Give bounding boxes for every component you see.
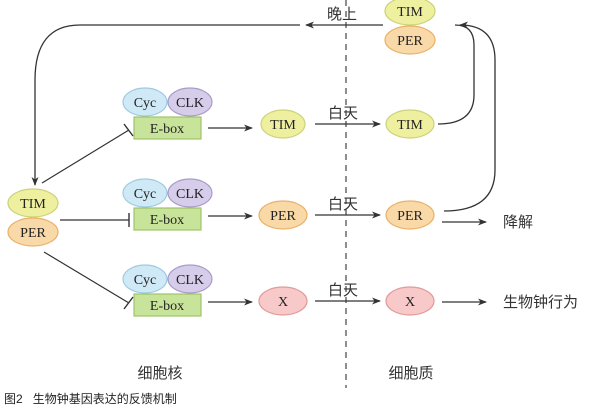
row-tim: Cyc CLK E-box TIM 白天 TIM <box>122 87 435 140</box>
cyto-product-ellipse <box>385 286 435 316</box>
cyc-ellipse <box>122 178 168 208</box>
product-ellipse <box>258 200 308 230</box>
ebox-rect <box>133 207 202 231</box>
ebox-label: E-box <box>150 122 184 137</box>
night-label: 晚上 <box>327 6 357 23</box>
cyto-tim-ellipse <box>384 0 436 26</box>
inhibit-line-3 <box>43 251 130 304</box>
clk-label: CLK <box>176 187 204 202</box>
day-label: 白天 <box>328 282 358 299</box>
cyto-per-label: PER <box>397 34 423 49</box>
cyto-per-ellipse <box>384 25 436 55</box>
ebox-label: E-box <box>150 213 184 228</box>
inhibit-line-1 <box>41 129 130 184</box>
product-label: X <box>278 295 288 310</box>
cyto-tim-label: TIM <box>397 5 423 20</box>
return-to-nucleus-arrow <box>31 24 300 186</box>
ebox-label: E-box <box>150 299 184 314</box>
nuclear-per-label: PER <box>20 226 46 241</box>
product-label: PER <box>270 209 296 224</box>
nuclear-tim-label: TIM <box>20 197 46 212</box>
outcome-label: 降解 <box>503 214 533 231</box>
clk-ellipse <box>167 178 213 208</box>
nuclear-per-ellipse <box>7 217 59 247</box>
figure-number: 图2 <box>4 392 23 406</box>
clk-ellipse <box>167 264 213 294</box>
cyc-ellipse <box>122 87 168 117</box>
product-ellipse <box>260 109 306 139</box>
product-label: TIM <box>270 118 296 133</box>
day-label: 白天 <box>328 105 358 122</box>
day-label: 白天 <box>328 196 358 213</box>
per-dimerize-curve <box>443 21 496 212</box>
tim-dimerize-curve <box>437 24 475 125</box>
row-x: Cyc CLK E-box X 白天 X 生物钟行为 <box>122 264 578 317</box>
clk-label: CLK <box>176 273 204 288</box>
cyc-label: Cyc <box>134 187 157 202</box>
ebox-rect <box>133 116 202 140</box>
ebox-rect <box>133 293 202 317</box>
product-ellipse <box>258 286 308 316</box>
clk-ellipse <box>167 87 213 117</box>
nuclear-tim-ellipse <box>7 188 59 218</box>
figure-title: 生物钟基因表达的反馈机制 <box>32 392 177 406</box>
cyc-ellipse <box>122 264 168 294</box>
row-per: Cyc CLK E-box PER 白天 PER 降解 <box>122 178 533 231</box>
cyto-product-ellipse <box>385 200 435 230</box>
clk-label: CLK <box>176 96 204 111</box>
cytoplasm-label: 细胞质 <box>388 365 433 382</box>
cyc-label: Cyc <box>134 273 157 288</box>
outcome-label: 生物钟行为 <box>503 294 578 311</box>
inhibit-bar-3 <box>123 296 134 310</box>
cyto-product-ellipse <box>385 109 435 139</box>
figure-caption: 图2 生物钟基因表达的反馈机制 <box>4 390 177 407</box>
nucleus-label: 细胞核 <box>137 365 182 382</box>
cyc-label: Cyc <box>134 96 157 111</box>
cyto-product-label: TIM <box>397 118 423 133</box>
cyto-product-label: PER <box>397 209 423 224</box>
cyto-product-label: X <box>405 295 415 310</box>
inhibit-bar-1 <box>123 123 134 137</box>
